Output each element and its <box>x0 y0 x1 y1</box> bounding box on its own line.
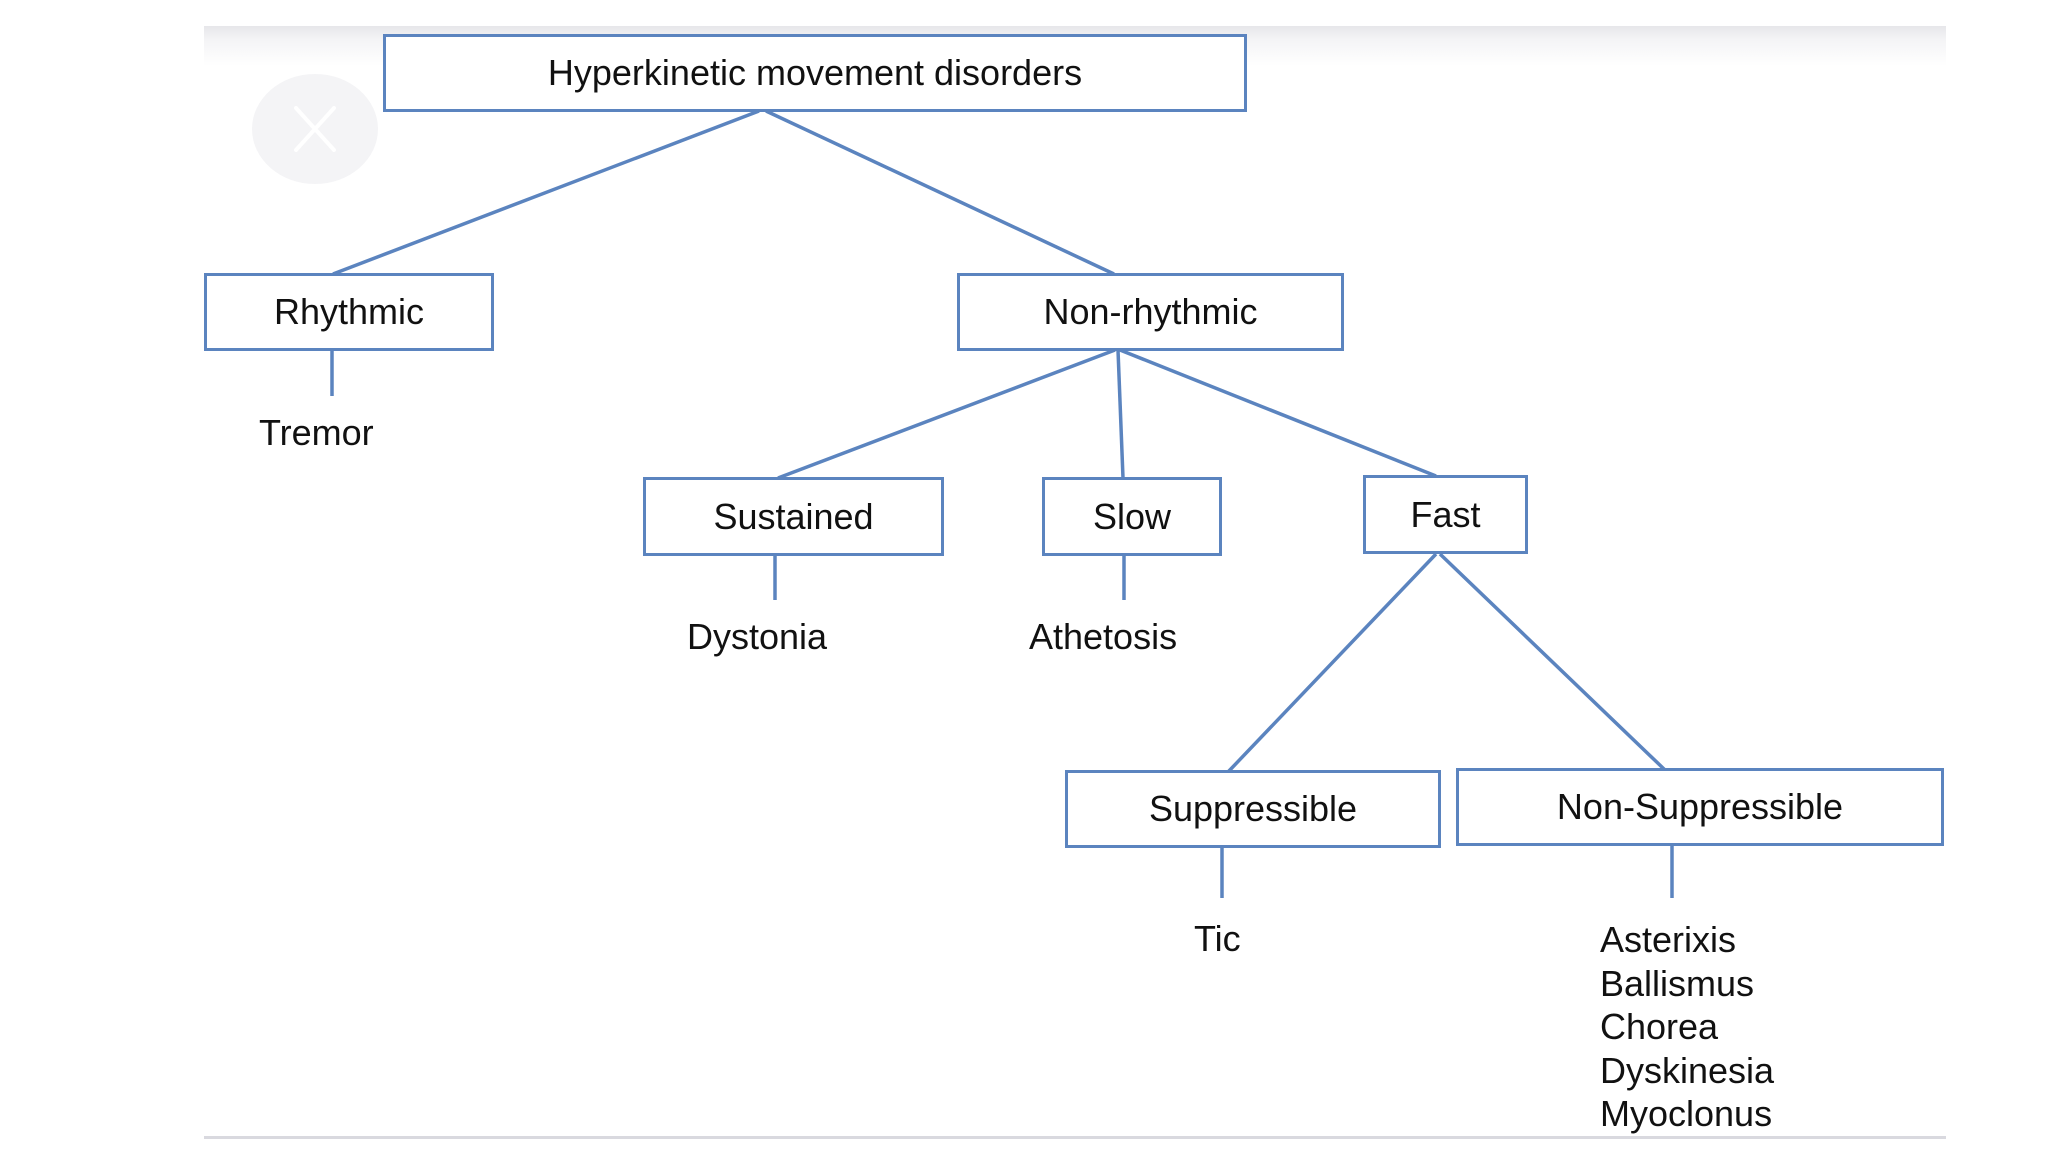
node-root: Hyperkinetic movement disorders <box>383 34 1247 112</box>
edge-nonrhythmic-slow <box>1116 349 1125 479</box>
node-non-suppressible: Non-Suppressible <box>1456 768 1944 846</box>
node-slow: Slow <box>1042 477 1222 556</box>
node-suppressible: Suppressible <box>1065 770 1441 848</box>
edge-nonrhythmic-sustained <box>777 348 1116 480</box>
close-icon <box>294 106 336 152</box>
node-non-rhythmic: Non-rhythmic <box>957 273 1344 351</box>
list-item: Asterixis <box>1600 919 1737 960</box>
list-item: Myoclonus <box>1600 1093 1773 1134</box>
edge-root-rhythmic <box>332 109 760 276</box>
node-rhythmic: Rhythmic <box>204 273 494 351</box>
node-fast: Fast <box>1363 475 1528 554</box>
leaf-tic: Tic <box>1194 918 1241 959</box>
edge-fast-nonsuppressible <box>1438 552 1667 772</box>
list-item: Chorea <box>1600 1006 1719 1047</box>
leaf-dystonia: Dystonia <box>687 616 828 657</box>
list-item: Ballismus <box>1600 962 1755 1004</box>
edge-nonrhythmic-fast <box>1119 348 1437 478</box>
close-overlay-button[interactable] <box>252 74 378 184</box>
list-item: Dyskinesia <box>1600 1049 1775 1091</box>
leaf-athetosis: Athetosis <box>1029 616 1178 657</box>
bottom-divider <box>204 1136 1946 1139</box>
edge-fast-suppressible <box>1226 552 1438 774</box>
edge-root-nonrhythmic <box>765 109 1115 276</box>
node-sustained: Sustained <box>643 477 944 556</box>
leaf-tremor: Tremor <box>259 412 374 453</box>
leaf-list-non-suppressible: Asterixis Ballismus Chorea Dyskinesia My… <box>1600 918 1774 1136</box>
